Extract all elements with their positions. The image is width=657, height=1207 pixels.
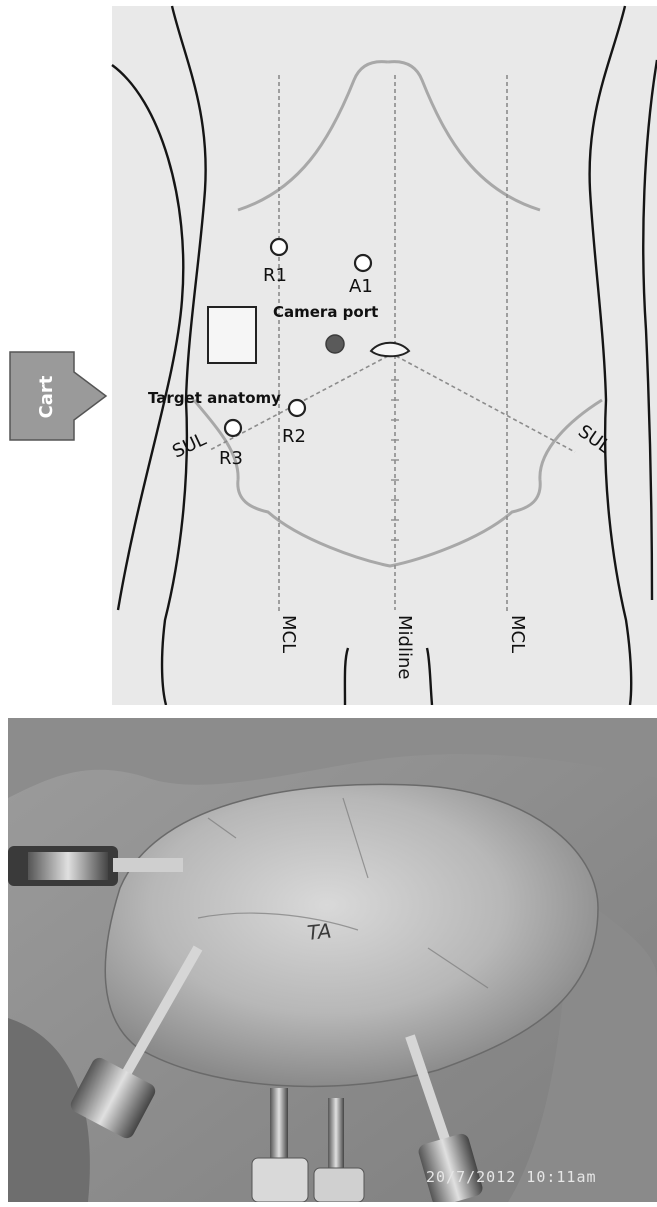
cart-arrow-icon (10, 352, 106, 440)
port-a1-label: A1 (349, 276, 373, 297)
port-a1-marker (355, 255, 371, 271)
photo-svg: TA 20/7/2012 10:11am (8, 718, 657, 1202)
port-r3-label: R3 (219, 448, 243, 469)
photo-timestamp: 20/7/2012 10:11am (426, 1168, 597, 1186)
mcl-left-label: MCL (278, 615, 299, 653)
cart-position-square (208, 307, 256, 363)
camera-port-label: Camera port (273, 303, 378, 321)
camera-port-marker (326, 335, 344, 353)
port-r3-marker (225, 420, 241, 436)
skin-marking-ta: TA (306, 919, 332, 945)
port-r2-label: R2 (282, 426, 306, 447)
port-r2-marker (289, 400, 305, 416)
diagram-svg: Cart R1 A1 R2 R3 Camera port Target anat… (0, 0, 657, 705)
midline-label: Midline (394, 615, 415, 679)
cart-label: Cart (36, 375, 57, 418)
port-placement-diagram: Cart R1 A1 R2 R3 Camera port Target anat… (0, 0, 657, 705)
port-r1-label: R1 (263, 265, 287, 286)
operative-photograph: TA 20/7/2012 10:11am (8, 718, 657, 1202)
port-r1-marker (271, 239, 287, 255)
target-anatomy-label: Target anatomy (148, 389, 281, 407)
mcl-right-label: MCL (507, 615, 528, 653)
